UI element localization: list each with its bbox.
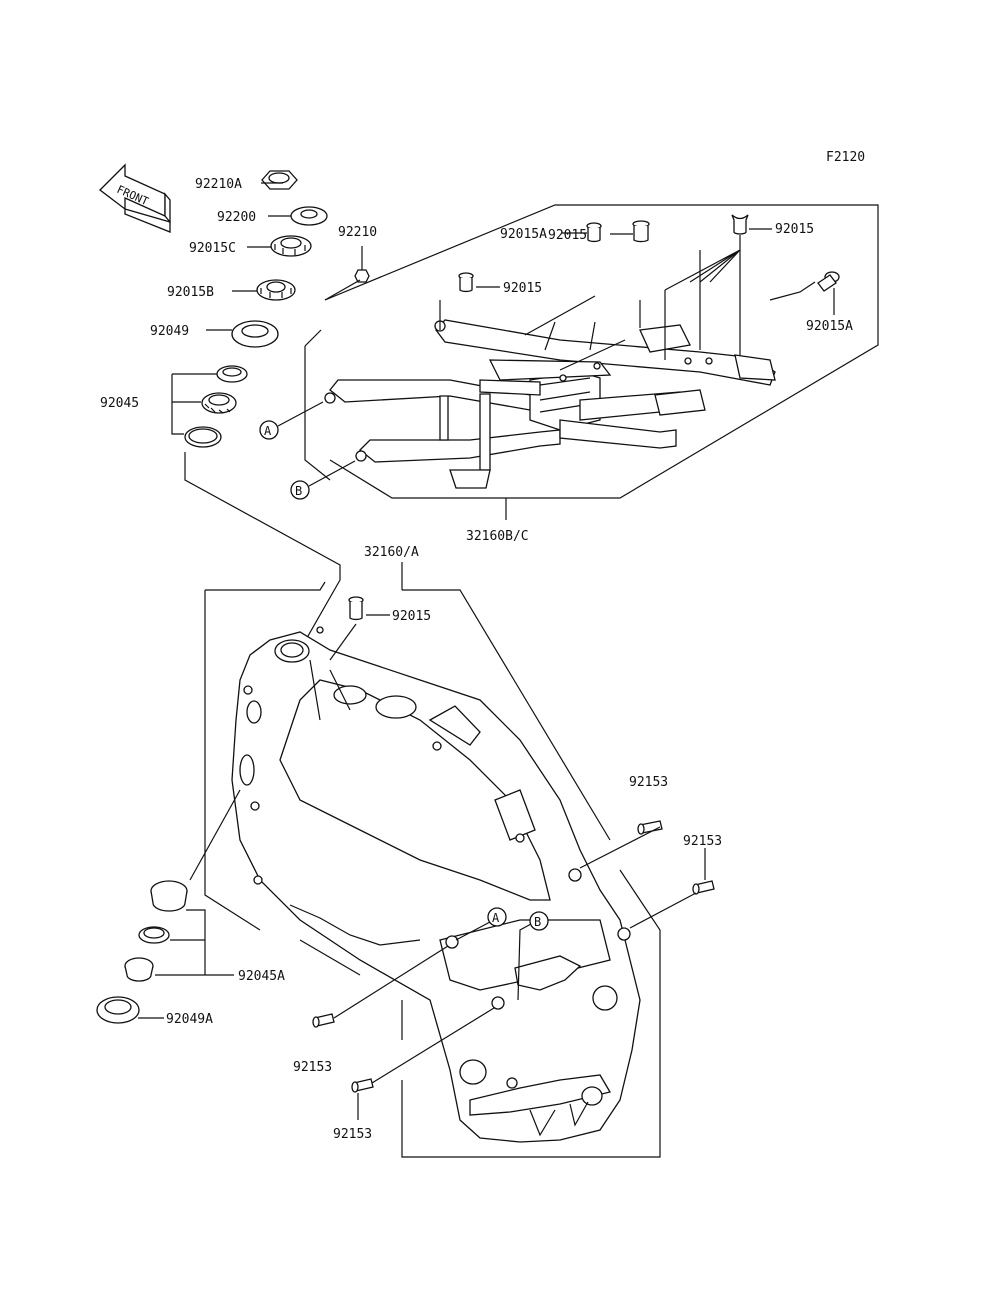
label-92015-main: 92015 (392, 609, 431, 624)
locknut-92015B (256, 279, 296, 301)
bolt-92153-4 (351, 1078, 374, 1093)
label-32160A: 32160/A (364, 545, 419, 560)
seal-92049A (96, 996, 140, 1024)
callout-B-mainframe: B (517, 911, 549, 1001)
collar-92015-top-mid (458, 272, 474, 293)
bearing-set-92045A (124, 880, 188, 982)
label-92153-2: 92153 (683, 834, 722, 849)
label-92015-top-mid: 92015 (503, 281, 542, 296)
label-92015A-right: 92015A (806, 319, 853, 334)
main-frame-group-outline (204, 562, 661, 1158)
collar-92015-main (348, 596, 364, 621)
label-92015C: 92015C (189, 241, 236, 256)
label-92153-1: 92153 (629, 775, 668, 790)
label-92015-top-right: 92015 (775, 222, 814, 237)
label-92015A-1: 92015A (548, 228, 595, 243)
label-92210A: 92210A (195, 177, 242, 192)
callout-A-mainframe: A (455, 907, 507, 941)
label-92049: 92049 (150, 324, 189, 339)
svg-text:B: B (295, 484, 302, 498)
bolt-92153-3 (312, 1013, 335, 1028)
callout-A-subframe: A (259, 401, 324, 440)
callout-B-subframe: B (290, 460, 356, 500)
svg-text:B: B (534, 915, 541, 929)
bolt-92153-1 (637, 820, 663, 835)
front-arrow-icon: FRONT (99, 163, 171, 233)
washer-92200 (290, 206, 328, 226)
locknut-92015C (270, 235, 312, 257)
bearing-set-92045 (184, 365, 248, 448)
svg-text:A: A (264, 424, 272, 438)
nut-92210 (354, 269, 370, 283)
seal-92049 (231, 320, 279, 348)
label-32160BC: 32160B/C (466, 529, 529, 544)
label-92045: 92045 (100, 396, 139, 411)
svg-text:A: A (492, 911, 500, 925)
bolt-92153-2 (692, 880, 715, 895)
label-92153-3: 92153 (293, 1060, 332, 1075)
subframe-group-outline (304, 204, 879, 520)
rear-subframe (324, 235, 816, 489)
label-92200: 92200 (217, 210, 256, 225)
collar-92015A-2 (586, 222, 602, 243)
collar-92015-top-right (731, 214, 749, 235)
figure-code: F2120 (826, 150, 865, 165)
main-frame (231, 626, 641, 1143)
label-92015B: 92015B (167, 285, 214, 300)
collar-92015A-right (817, 271, 840, 292)
label-92045A: 92045A (238, 969, 285, 984)
nut-92210A (261, 170, 298, 190)
label-92153-4: 92153 (333, 1127, 372, 1142)
label-92015A-2: 92015A (500, 227, 547, 242)
label-92049A: 92049A (166, 1012, 213, 1027)
label-92210: 92210 (338, 225, 377, 240)
collar-92015A-1 (632, 220, 650, 243)
